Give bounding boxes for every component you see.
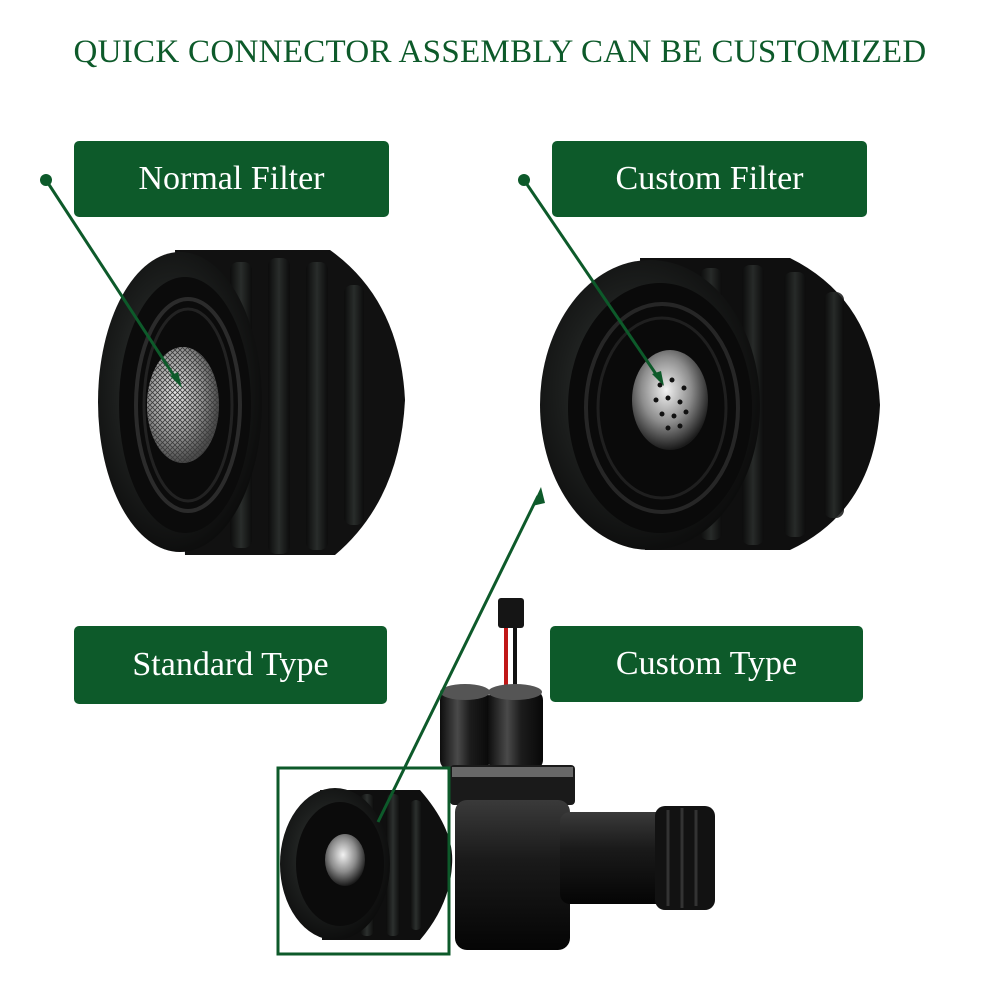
label-custom-filter: Custom Filter [552,141,867,217]
label-standard-type: Standard Type [74,626,387,704]
highlight-box [276,766,451,956]
normal-filter-cap [98,250,405,555]
pointer-custom-filter [518,174,664,386]
solenoid-valve-assembly [276,598,715,956]
label-custom-type: Custom Type [550,626,863,702]
label-normal-filter: Normal Filter [74,141,389,217]
connector-plug [498,598,524,628]
custom-filter-cap [540,258,880,550]
pointer-normal-filter [40,174,182,388]
pointer-valve-to-custom [376,487,545,823]
page-title: QUICK CONNECTOR ASSEMBLY CAN BE CUSTOMIZ… [73,34,927,70]
